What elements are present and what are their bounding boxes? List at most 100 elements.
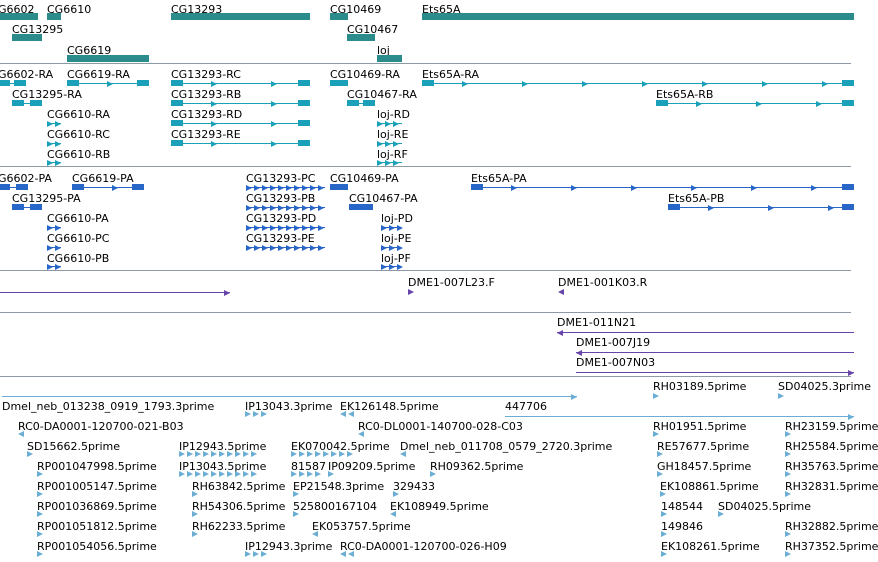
transcript-line[interactable] [422, 83, 854, 84]
gene-bar[interactable] [422, 13, 854, 20]
gene-bar[interactable] [171, 13, 310, 20]
transcript-line[interactable] [656, 103, 854, 104]
feature-label: RH23159.5prime [785, 420, 878, 433]
exon-block [656, 100, 668, 106]
arrow-right-icon [318, 245, 324, 251]
arrow-right-icon [377, 160, 383, 166]
gene-bar[interactable] [67, 55, 149, 62]
feature-label: G6602-PA [0, 172, 52, 185]
alignment-line[interactable] [557, 332, 854, 333]
arrow-right-icon [293, 511, 299, 517]
arrow-left-icon [558, 289, 564, 295]
arrow-right-icon [203, 451, 209, 457]
arrow-right-icon [253, 411, 259, 417]
transcript-line[interactable] [347, 103, 375, 104]
transcript-line[interactable] [72, 187, 144, 188]
feature-label: RH32831.5prime [785, 480, 878, 493]
arrow-left-icon [576, 350, 582, 356]
arrow-right-icon [310, 185, 316, 191]
feature-label: CG6610-RC [47, 128, 110, 141]
arrow-right-icon [278, 205, 284, 211]
feature-label: 447706 [505, 400, 547, 413]
arrow-right-icon [315, 451, 321, 457]
transcript-line[interactable] [12, 103, 42, 104]
exon-block [349, 204, 361, 210]
feature-label: CG10467-RA [347, 88, 417, 101]
alignment-line[interactable] [576, 372, 854, 373]
arrow-right-icon [381, 245, 387, 251]
exon-block [30, 100, 42, 106]
arrow-left-icon [348, 411, 354, 417]
transcript-line[interactable] [246, 227, 325, 228]
arrow-right-icon [582, 81, 588, 87]
transcript-line[interactable] [47, 247, 61, 248]
transcript-line[interactable] [246, 247, 325, 248]
transcript-line[interactable] [171, 103, 310, 104]
arrow-right-icon [347, 451, 353, 457]
gene-bar[interactable] [12, 34, 42, 41]
transcript-line[interactable] [246, 207, 325, 208]
gene-bar[interactable] [377, 55, 402, 62]
gene-bar[interactable] [47, 13, 61, 20]
transcript-line[interactable] [471, 187, 854, 188]
arrow-right-icon [219, 471, 225, 477]
feature-label: RH62233.5prime [192, 520, 286, 533]
arrow-right-icon [785, 471, 791, 477]
feature-label: Dmel_neb_013238_0919_1793.3prime [2, 400, 215, 413]
exon-block [842, 204, 854, 210]
transcript-line[interactable] [47, 227, 61, 228]
feature-label: RH35763.5prime [785, 460, 878, 473]
transcript-line[interactable] [12, 207, 42, 208]
arrow-right-icon [271, 141, 277, 147]
arrow-right-icon [310, 225, 316, 231]
arrow-right-icon [192, 511, 198, 517]
alignment-line[interactable] [2, 396, 577, 397]
feature-label: CG13295-RA [12, 88, 82, 101]
exon-block [422, 80, 434, 86]
feature-label: RC0-DA0001-120700-021-B03 [18, 420, 184, 433]
transcript-line[interactable] [47, 123, 61, 124]
transcript-line[interactable] [47, 266, 61, 267]
arrow-right-icon [211, 121, 217, 127]
transcript-line[interactable] [171, 123, 310, 124]
arrow-right-icon [331, 451, 337, 457]
feature-label: loj-PD [381, 212, 413, 225]
arrow-right-icon [328, 471, 334, 477]
arrow-right-icon [657, 451, 663, 457]
arrow-right-icon [393, 141, 399, 147]
arrow-right-icon [187, 451, 193, 457]
arrow-right-icon [571, 394, 577, 400]
gene-bar[interactable] [347, 34, 375, 41]
arrow-right-icon [261, 551, 267, 557]
gene-bar[interactable] [330, 13, 348, 20]
transcript-line[interactable] [47, 162, 61, 163]
arrow-right-icon [245, 551, 251, 557]
alignment-line[interactable] [576, 352, 854, 353]
arrow-right-icon [179, 471, 185, 477]
arrow-right-icon [660, 491, 666, 497]
feature-label: 329433 [393, 480, 435, 493]
track-separator [0, 63, 851, 64]
arrow-right-icon [430, 471, 436, 477]
arrow-right-icon [286, 245, 292, 251]
gene-bar[interactable] [0, 13, 38, 20]
feature-label: RH01951.5prime [653, 420, 747, 433]
transcript-line[interactable] [47, 143, 61, 144]
arrow-right-icon [302, 225, 308, 231]
alignment-line[interactable] [505, 416, 854, 417]
transcript-line[interactable] [171, 83, 310, 84]
feature-label: EP21548.3prime [293, 480, 385, 493]
arrow-right-icon [339, 451, 345, 457]
feature-label: DME1-007L23.F [408, 276, 495, 289]
alignment-line[interactable] [0, 292, 230, 293]
arrow-right-icon [822, 81, 828, 87]
transcript-line[interactable] [171, 143, 310, 144]
arrow-left-icon [312, 531, 318, 537]
exon-block [0, 80, 10, 86]
transcript-line[interactable] [246, 187, 325, 188]
transcript-line[interactable] [0, 83, 26, 84]
transcript-line[interactable] [0, 187, 28, 188]
transcript-line[interactable] [668, 207, 854, 208]
arrow-right-icon [47, 121, 53, 127]
arrow-left-icon [400, 451, 406, 457]
